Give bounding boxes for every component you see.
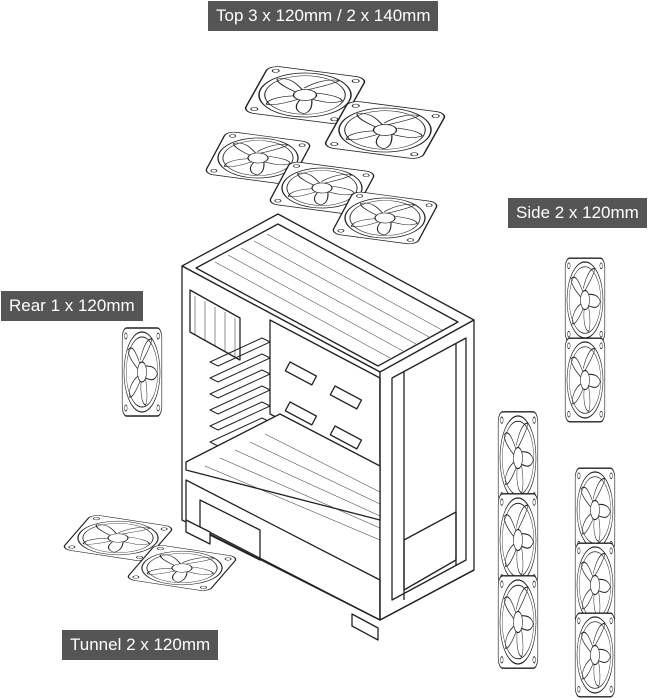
- side-fan-2: [564, 337, 606, 423]
- front-fan-6: [574, 612, 616, 698]
- rear-fan-label: Rear 1 x 120mm: [1, 291, 143, 321]
- side-fans-label: Side 2 x 120mm: [508, 198, 647, 228]
- tunnel-fans-label: Tunnel 2 x 120mm: [62, 630, 219, 660]
- front-fan-3: [497, 575, 539, 669]
- front-fan-4: [574, 467, 616, 553]
- top-fans-label: Top 3 x 120mm / 2 x 140mm: [208, 1, 439, 31]
- front-fan-2: [497, 493, 539, 587]
- pc-case: [181, 213, 475, 641]
- rear-fan: [121, 327, 163, 417]
- front-fan-1: [497, 411, 539, 505]
- side-fan-1: [564, 257, 606, 343]
